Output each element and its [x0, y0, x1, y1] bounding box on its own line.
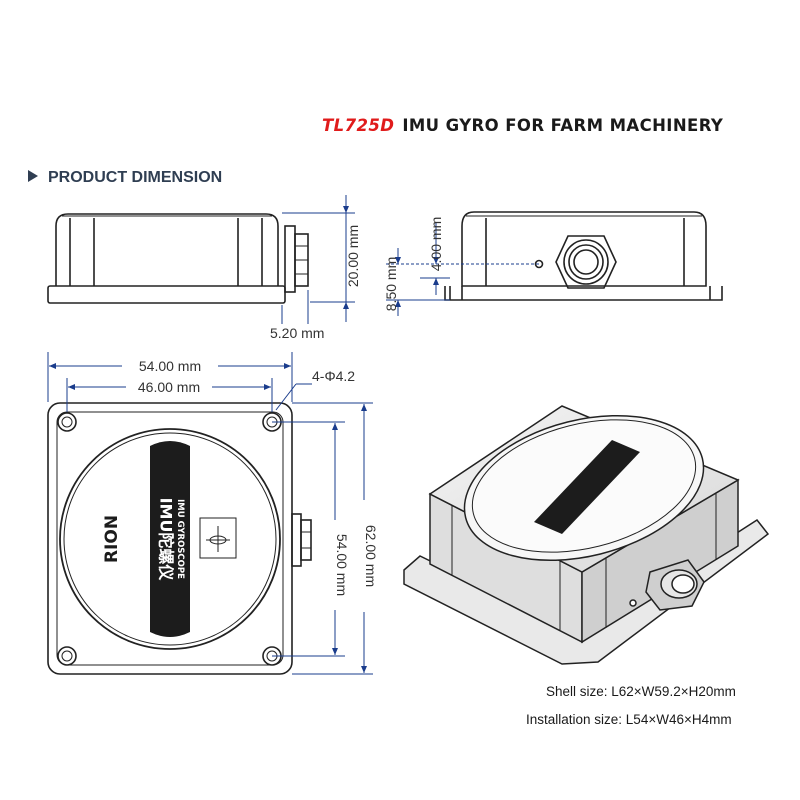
front-view — [444, 211, 723, 301]
isometric-view — [403, 405, 770, 665]
top-view-label — [150, 441, 190, 637]
top-view — [47, 402, 312, 675]
triangle-bullet-icon — [28, 170, 38, 182]
top-outer-height-label: 62.00 mm — [363, 525, 379, 587]
top-inner-height-label: 54.00 mm — [334, 534, 350, 596]
installation-size-text: Installation size: L54×W46×H4mm — [526, 712, 732, 727]
label-product-cn: IMU陀螺仪 — [157, 498, 176, 582]
front-view-dimensions — [386, 222, 541, 316]
axis-icon — [199, 517, 237, 559]
page-title: TL725D IMU GYRO FOR FARM MACHINERY — [322, 116, 723, 135]
brand-logo: RION — [102, 515, 122, 563]
section-heading: PRODUCT DIMENSION — [28, 169, 222, 187]
label-product-en: IMU GYROSCOPE — [175, 499, 185, 579]
top-inner-width-label: 46.00 mm — [138, 379, 200, 395]
product-title: IMU GYRO FOR FARM MACHINERY — [402, 116, 724, 135]
top-view-dimensions — [47, 352, 373, 675]
mounting-holes-label: 4-Φ4.2 — [312, 368, 355, 384]
top-outer-width-label: 54.00 mm — [139, 358, 201, 374]
shell-size-text: Shell size: L62×W59.2×H20mm — [546, 684, 736, 699]
model-name: TL725D — [322, 116, 395, 135]
side-height-label: 20.00 mm — [345, 225, 361, 287]
side-view — [47, 213, 309, 304]
section-title: PRODUCT DIMENSION — [48, 169, 223, 186]
front-base-label: 8.50 mm — [383, 257, 399, 311]
front-small-label: 4.00 mm — [428, 217, 444, 271]
side-base-label: 5.20 mm — [270, 325, 324, 341]
side-view-dimensions — [281, 195, 355, 324]
